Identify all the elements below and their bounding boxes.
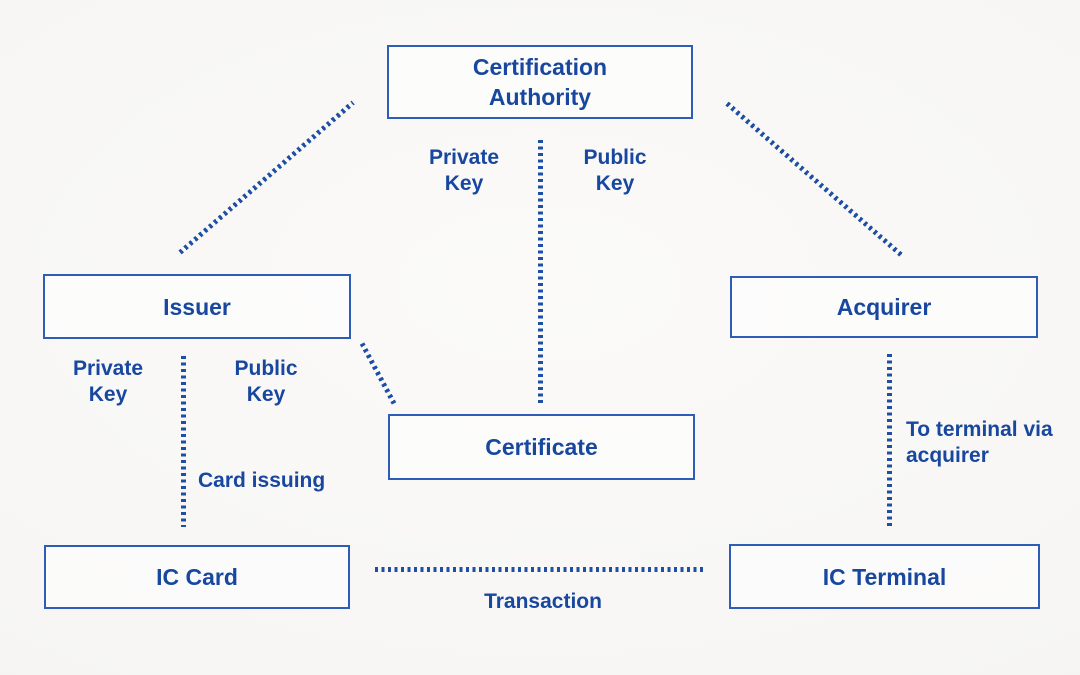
- node-ic-terminal: IC Terminal: [729, 544, 1040, 609]
- label-line: acquirer: [906, 444, 989, 467]
- node-certification-authority: Certification Authority: [387, 45, 693, 119]
- label-transaction: Transaction: [484, 590, 602, 613]
- label-line: Private: [428, 146, 500, 169]
- node-acquirer: Acquirer: [730, 276, 1038, 338]
- label-line: Key: [246, 383, 286, 406]
- label-line: Key: [88, 383, 128, 406]
- node-label: Certificate: [485, 434, 598, 460]
- node-label: IC Terminal: [822, 563, 947, 590]
- label-ca-private-key: Private Key: [404, 145, 524, 197]
- label-line: Private: [72, 357, 144, 380]
- dotted-line-ic-card-to-ic-terminal: [375, 567, 705, 572]
- dotted-line-issuer-to-ic-card: [181, 356, 186, 527]
- node-label: Certification: [472, 54, 608, 80]
- dotted-line-ca-to-certificate: [538, 140, 543, 403]
- label-card-issuing: Card issuing: [198, 469, 326, 492]
- dotted-line-ca-to-issuer: [178, 100, 355, 255]
- label-issuer-public-key: Public Key: [206, 356, 326, 408]
- node-label: Issuer: [163, 293, 231, 320]
- label-line: Public: [583, 146, 647, 169]
- label-line: To terminal via: [906, 418, 1053, 441]
- node-ic-card: IC Card: [44, 545, 350, 609]
- label-ca-public-key: Public Key: [555, 145, 675, 197]
- node-label: Acquirer: [836, 294, 932, 320]
- dotted-line-issuer-to-certificate: [359, 342, 397, 405]
- label-line: Key: [444, 172, 484, 195]
- node-label: IC Card: [156, 564, 238, 590]
- label-to-terminal-via-acquirer: To terminal via acquirer: [906, 417, 1076, 469]
- label-issuer-private-key: Private Key: [48, 356, 168, 408]
- dotted-line-ca-to-acquirer: [725, 101, 904, 258]
- node-issuer: Issuer: [43, 274, 351, 339]
- label-line: Public: [234, 357, 298, 380]
- label-line: Key: [595, 172, 635, 195]
- node-label: Authority: [488, 84, 592, 110]
- node-certificate: Certificate: [388, 414, 695, 480]
- dotted-line-acquirer-to-ic-terminal: [887, 354, 892, 527]
